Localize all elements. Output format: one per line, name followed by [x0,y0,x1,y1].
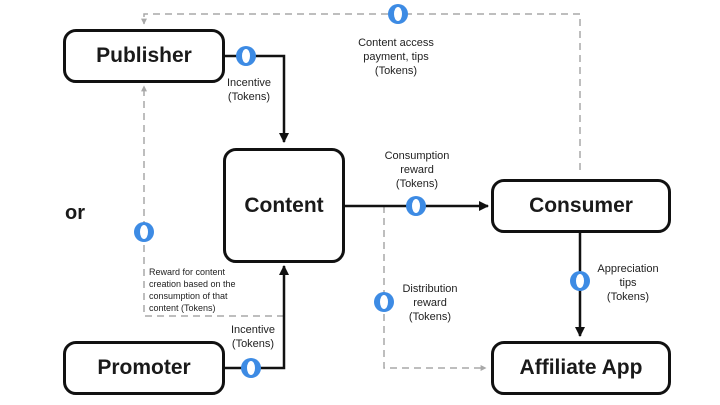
distribution-reward-label: Distribution reward (Tokens) [402,283,458,323]
token-coin-icon [134,222,154,242]
or-label: or [65,202,85,224]
content-access-label: Content access payment, tips (Tokens) [358,37,434,77]
incentive-top-label: Incentive (Tokens) [226,77,272,103]
publisher-node: Publisher [63,29,225,83]
token-coin-icon [406,196,426,216]
consumption-reward-label: Consumption reward (Tokens) [384,150,450,190]
dashed-connector-reward-to-publisher [141,85,284,317]
appreciation-tips-label: Appreciation tips (Tokens) [597,263,659,303]
token-coin-icon [241,358,261,378]
incentive-bottom-label: Incentive (Tokens) [230,324,276,350]
token-coin-icon [374,292,394,312]
dashed-connector-consumer-to-publisher [141,13,581,170]
promoter-node: Promoter [63,341,225,395]
consumer-node: Consumer [491,179,671,233]
token-coin-icon [236,46,256,66]
affiliate-app-node: Affiliate App [491,341,671,395]
token-coin-icon [570,271,590,291]
token-coin-icon [388,4,408,24]
dashed-connector-distribution-to-affiliate [383,206,487,371]
content-node: Content [223,148,345,263]
reward-for-content-label: Reward for content creation based on the… [149,267,236,313]
